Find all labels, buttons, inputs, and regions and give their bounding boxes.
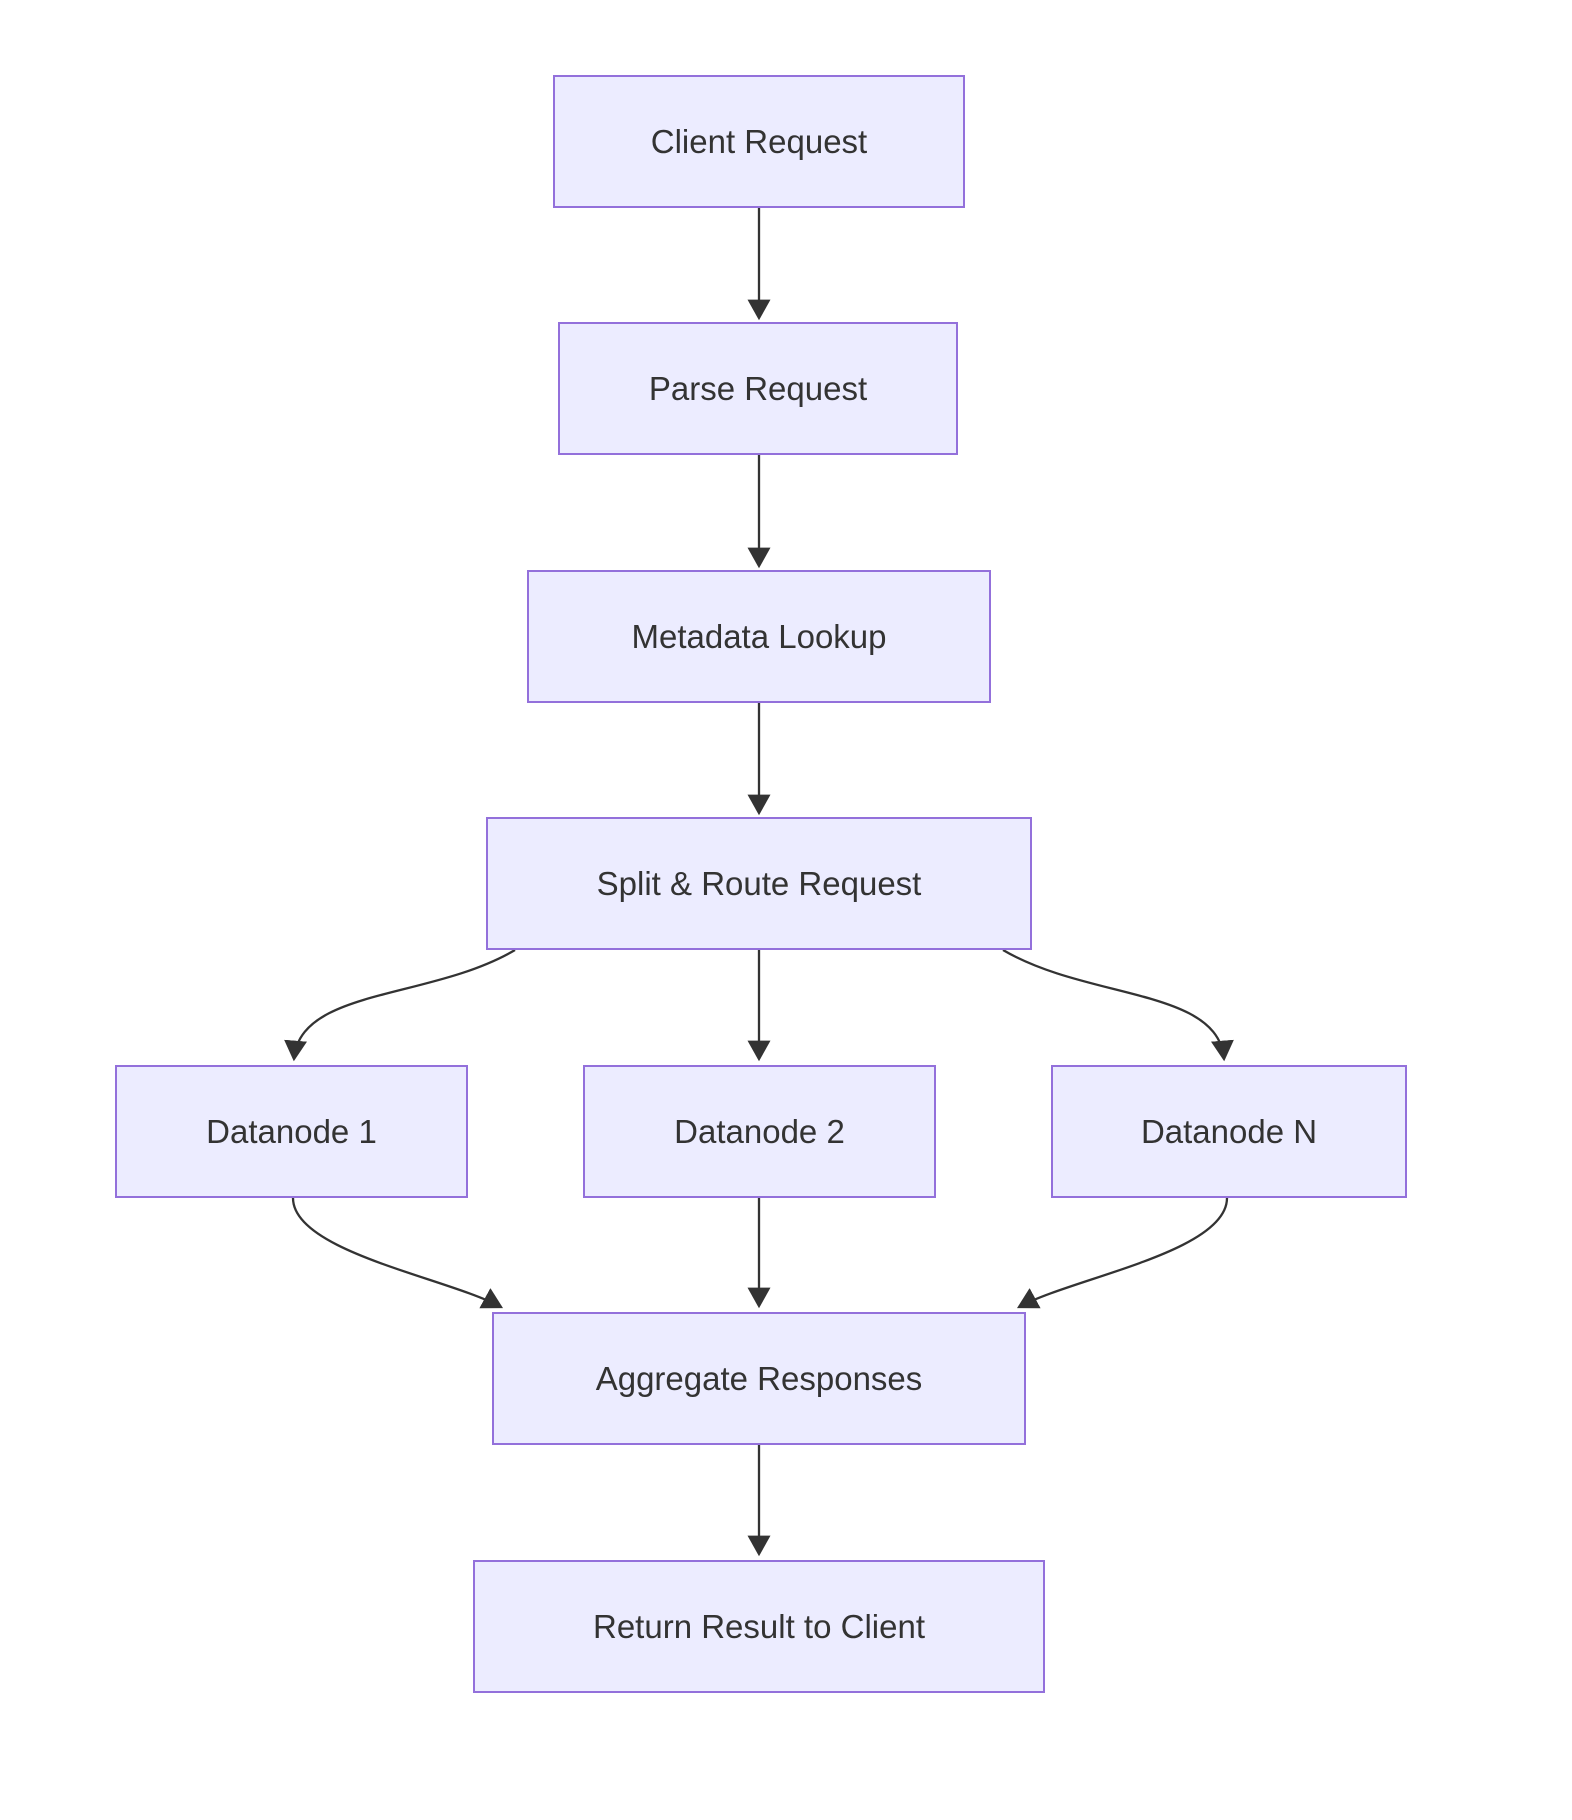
node-return-result: Return Result to Client bbox=[473, 1560, 1045, 1693]
node-label: Datanode 1 bbox=[206, 1112, 377, 1150]
node-label: Aggregate Responses bbox=[595, 1359, 923, 1397]
node-client-request: Client Request bbox=[553, 75, 965, 208]
node-parse-request: Parse Request bbox=[558, 322, 958, 455]
node-datanode-1: Datanode 1 bbox=[115, 1065, 468, 1198]
node-metadata-lookup: Metadata Lookup bbox=[527, 570, 991, 703]
node-aggregate-responses: Aggregate Responses bbox=[492, 1312, 1026, 1445]
node-label: Client Request bbox=[650, 122, 868, 160]
edge-datanodeN-to-aggregate bbox=[1016, 1197, 1229, 1309]
node-label: Split & Route Request bbox=[596, 864, 922, 902]
edge-datanode1-to-aggregate bbox=[291, 1197, 504, 1309]
node-label: Datanode N bbox=[1140, 1112, 1318, 1150]
node-split-route-request: Split & Route Request bbox=[486, 817, 1032, 950]
node-label: Datanode 2 bbox=[674, 1112, 845, 1150]
edge-split-to-datanodeN bbox=[1002, 949, 1234, 1062]
edge-split-to-datanode1 bbox=[284, 949, 516, 1062]
node-datanode-2: Datanode 2 bbox=[583, 1065, 936, 1198]
node-label: Metadata Lookup bbox=[631, 617, 887, 655]
node-label: Return Result to Client bbox=[593, 1607, 925, 1645]
node-datanode-n: Datanode N bbox=[1051, 1065, 1407, 1198]
node-label: Parse Request bbox=[648, 369, 868, 407]
